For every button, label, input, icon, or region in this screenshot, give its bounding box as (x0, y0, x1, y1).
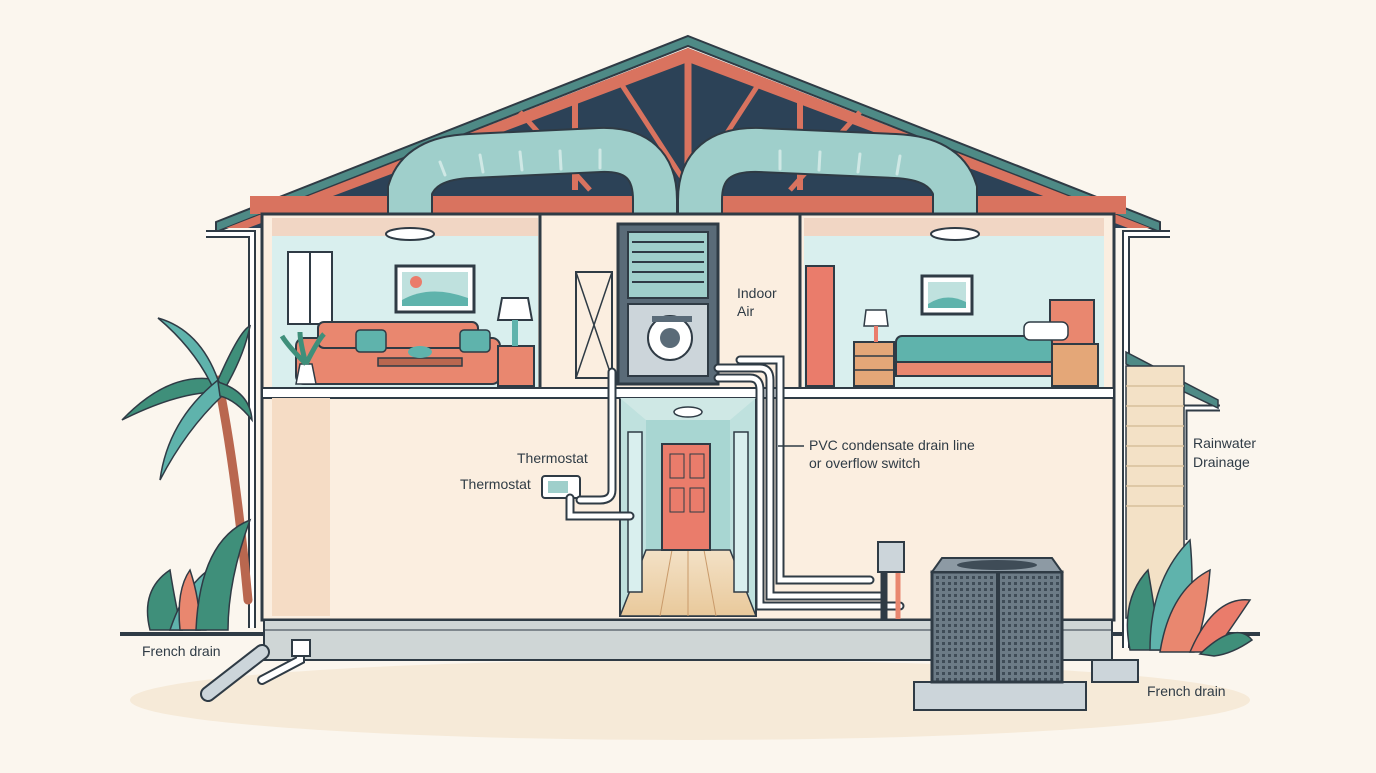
label-rainwater-line1: Rainwater (1193, 435, 1256, 451)
vent-right (930, 227, 980, 241)
floor-slab (261, 387, 1115, 399)
pipes (565, 355, 938, 654)
shrub-right (1126, 538, 1254, 657)
condenser-unit (913, 557, 1087, 711)
label-french-drain-left: French drain (142, 643, 221, 659)
living-room (272, 218, 538, 388)
thermostat-device (541, 475, 581, 499)
electrical-disconnect (877, 541, 905, 573)
ground-floor-left-wall (272, 398, 330, 616)
shrub-left (146, 518, 252, 631)
french-drain-pipe-left (200, 639, 311, 702)
label-indoor-air-line1: Indoor (737, 285, 777, 301)
splash-block-right (1091, 659, 1139, 683)
vent-left (385, 227, 435, 241)
attic-ducts (387, 126, 978, 251)
bedroom (804, 218, 1104, 388)
label-thermostat-upper: Thermostat (517, 450, 588, 466)
label-rainwater-line2: Drainage (1193, 454, 1250, 470)
hallway (618, 397, 758, 617)
label-pvc-line1: PVC condensate drain line (809, 437, 975, 453)
label-indoor-air-line2: Air (737, 303, 754, 319)
label-pvc-line2: or overflow switch (809, 455, 920, 471)
air-handler-unit (616, 222, 720, 386)
label-french-drain-right: French drain (1147, 683, 1226, 699)
palm-tree (121, 317, 253, 605)
label-thermostat-lower: Thermostat (460, 476, 531, 492)
